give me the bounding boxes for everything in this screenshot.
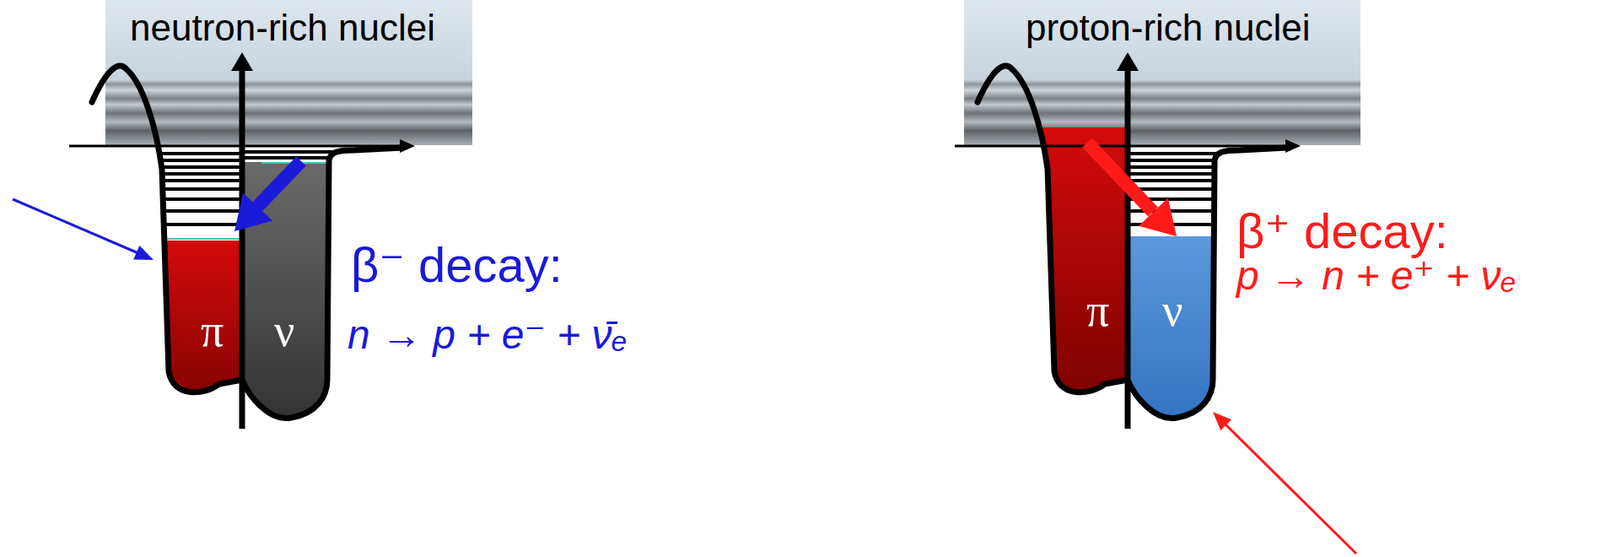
neutron-well-label: ν — [270, 305, 298, 357]
band-title: proton-rich nuclei — [1025, 8, 1311, 48]
proton-well-label: π — [1086, 286, 1110, 335]
decay-title: β⁺ decay: — [1236, 205, 1449, 258]
neutron-well-label: ν — [1162, 286, 1183, 335]
continuum-band — [964, 0, 1361, 146]
neutron-well-label: ν — [274, 307, 295, 356]
decay-equation: p → n + e⁺ + νₑ — [1236, 254, 1517, 297]
proton-well-label: π — [200, 307, 224, 356]
band-title: neutron-rich nuclei — [126, 6, 439, 49]
proton-well-label: π — [1082, 285, 1113, 337]
band-title: neutron-rich nuclei — [129, 8, 436, 48]
continuum-band — [105, 0, 473, 146]
band-title: proton-rich nuclei — [1022, 6, 1315, 49]
proton-well-label: π — [197, 305, 227, 357]
neutron-well-label: ν — [1158, 285, 1186, 337]
leader-arrowhead — [1212, 411, 1232, 431]
decay-title: β⁻ decay: — [350, 239, 563, 291]
decay-equation: n → p + e⁻ + ν̄ₑ — [347, 313, 628, 356]
leader-arrow — [1225, 424, 1357, 554]
